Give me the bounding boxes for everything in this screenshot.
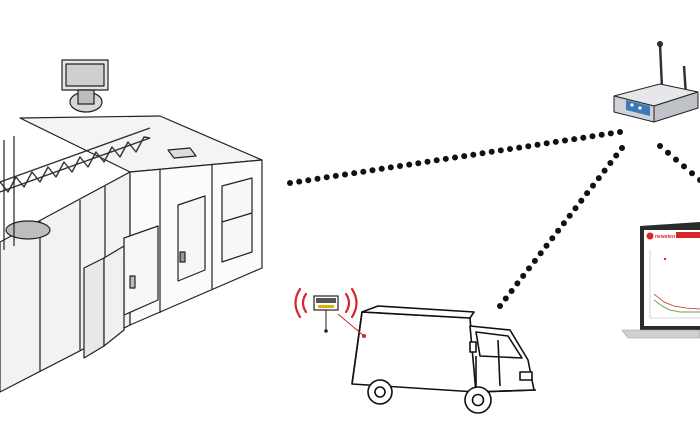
cold-room-icon [0, 59, 263, 393]
link-dot [689, 170, 695, 177]
wireless-gateway-icon [613, 41, 699, 123]
wireless-sensor-icon [294, 287, 358, 333]
laptop-monitoring-icon: newsteo [621, 222, 700, 339]
laptop-brand-text: newsteo [655, 234, 675, 240]
link-dot [287, 180, 293, 186]
link-dot [497, 303, 503, 309]
link-dot [537, 250, 544, 257]
link-dot [601, 167, 608, 174]
link-dot [479, 150, 486, 157]
link-truck-to-gateway [497, 145, 625, 309]
link-dot [433, 157, 440, 164]
link-dot [360, 168, 367, 175]
link-dot [566, 212, 573, 219]
link-dot [584, 190, 591, 197]
refrigerated-truck-icon [337, 305, 537, 414]
link-dot [681, 163, 687, 170]
link-dot [516, 144, 523, 151]
link-dot [607, 160, 614, 166]
link-dot [572, 205, 579, 212]
link-dot [619, 145, 625, 151]
link-dot [296, 178, 303, 185]
link-dot [314, 175, 321, 182]
link-cold-room-to-gateway [287, 129, 623, 186]
link-dot [525, 143, 532, 150]
link-dot [514, 280, 521, 287]
link-dot [508, 288, 515, 294]
link-dot [613, 152, 620, 159]
link-dot [657, 143, 663, 149]
link-dot [488, 148, 495, 155]
link-dot [673, 156, 679, 163]
link-dot [497, 147, 504, 154]
link-dot [617, 129, 623, 135]
link-dot [378, 165, 385, 172]
link-dot [543, 140, 550, 147]
link-dot [562, 137, 568, 144]
connection-lines [287, 129, 700, 309]
link-dot [305, 177, 312, 184]
link-dot [369, 167, 376, 174]
link-dot [549, 235, 556, 242]
link-dot [560, 220, 567, 227]
link-dot [589, 133, 596, 140]
link-dot [351, 170, 358, 177]
link-dot [531, 257, 538, 264]
link-dot [415, 160, 422, 167]
link-dot [332, 172, 339, 179]
link-dot [452, 154, 458, 161]
link-dot [534, 141, 541, 148]
link-dot [571, 136, 578, 143]
link-dot [595, 175, 602, 182]
link-dot [543, 242, 550, 249]
link-dot [387, 164, 394, 171]
link-dot [424, 158, 431, 165]
link-dot [442, 155, 449, 162]
link-dot [526, 265, 532, 272]
link-dot [598, 131, 605, 138]
link-dot [461, 153, 468, 160]
link-dot [697, 177, 700, 183]
link-dot [502, 295, 509, 302]
link-dot [520, 272, 527, 279]
link-dot [590, 182, 596, 189]
link-dot [470, 151, 477, 158]
link-dot [665, 149, 671, 156]
link-dot [555, 227, 562, 234]
link-dot [607, 130, 614, 137]
link-dot [507, 146, 513, 152]
link-dot [397, 163, 403, 169]
link-dot [342, 171, 348, 178]
link-dot [580, 134, 587, 141]
link-gateway-to-laptop [657, 143, 700, 183]
link-dot [552, 138, 559, 145]
link-dot [323, 174, 330, 181]
link-dot [578, 197, 585, 204]
link-dot [406, 161, 413, 168]
